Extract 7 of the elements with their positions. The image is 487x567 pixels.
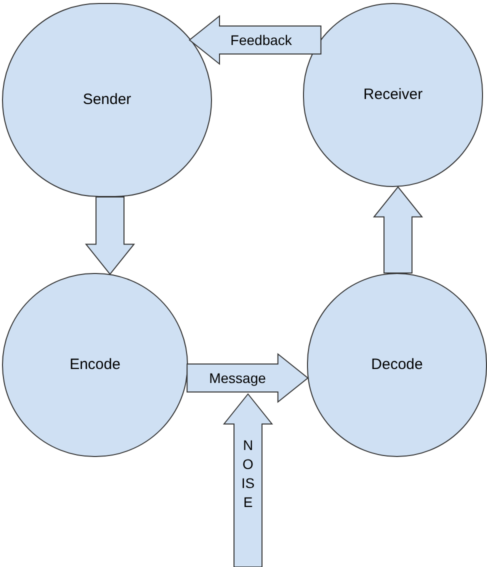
edge-label: Message (207, 371, 268, 385)
block-arrow (372, 186, 424, 274)
block-arrow (84, 196, 136, 275)
node-label: Sender (82, 90, 132, 110)
node-label: Receiver (363, 84, 423, 105)
node-label: Decode (371, 354, 423, 375)
node-label: Encode (70, 354, 120, 375)
